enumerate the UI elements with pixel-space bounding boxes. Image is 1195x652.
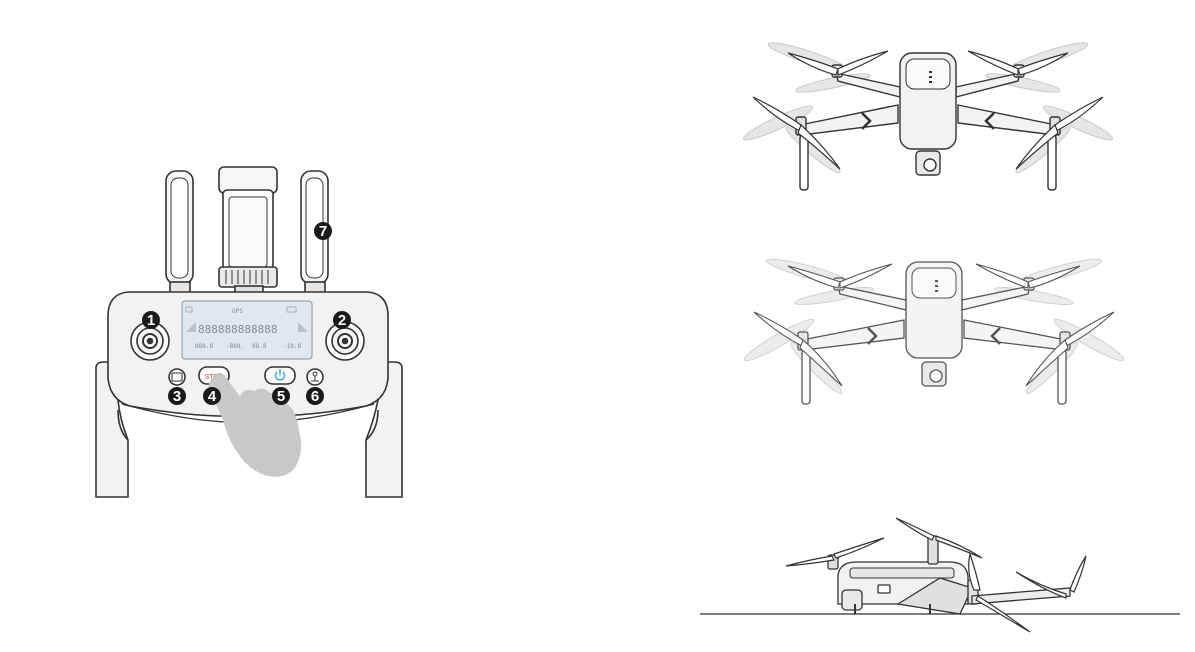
left-antenna bbox=[165, 170, 194, 297]
return-home-icon bbox=[311, 371, 319, 382]
return-home-button[interactable] bbox=[306, 368, 324, 386]
callout-2: 2 bbox=[333, 311, 351, 329]
drone-hover-low bbox=[743, 258, 1125, 405]
photo-icon bbox=[171, 372, 183, 382]
arm-front-right bbox=[957, 104, 1057, 136]
svg-text:5: 5 bbox=[277, 388, 285, 405]
callout-5: 5 bbox=[272, 387, 290, 405]
gimbal-camera bbox=[841, 589, 863, 611]
svg-text:1: 1 bbox=[147, 312, 155, 329]
arm-front-left bbox=[799, 104, 899, 136]
svg-text:7: 7 bbox=[319, 223, 327, 240]
lcd-readout-3: 88.8 bbox=[252, 343, 267, 350]
callout-markers: 1 2 3 4 5 6 7 bbox=[142, 222, 351, 405]
callout-4: 4 bbox=[203, 387, 221, 405]
callout-6: 6 bbox=[306, 387, 324, 405]
arm-front-right bbox=[963, 319, 1067, 351]
stop-label: STOP bbox=[205, 374, 224, 381]
lcd-readout-1: 888.8 bbox=[195, 343, 213, 350]
remote-controller: GPS 888888888888 888.8 -888. 88.8 -18.8 bbox=[95, 166, 403, 498]
arm-front-left bbox=[801, 319, 905, 351]
lcd-readout-2: -888. bbox=[226, 343, 244, 350]
battery-leds bbox=[929, 71, 932, 83]
battery-leds bbox=[935, 280, 938, 292]
lcd-readout-4: -18.8 bbox=[283, 343, 301, 350]
propeller-blades bbox=[752, 50, 1104, 170]
lcd-screen: GPS 888888888888 888.8 -888. 88.8 -18.8 bbox=[181, 300, 313, 360]
callout-3: 3 bbox=[168, 387, 186, 405]
right-control-stick[interactable] bbox=[325, 321, 365, 361]
callout-7: 7 bbox=[314, 222, 332, 240]
drone-landed bbox=[700, 517, 1180, 633]
power-icon bbox=[274, 369, 286, 381]
power-button[interactable] bbox=[264, 366, 296, 385]
drone-hover-high bbox=[742, 42, 1114, 191]
svg-text:2: 2 bbox=[338, 312, 346, 329]
phone-clamp bbox=[218, 166, 278, 299]
propeller-blades bbox=[753, 263, 1115, 387]
svg-text:3: 3 bbox=[173, 388, 181, 405]
callout-1: 1 bbox=[142, 311, 160, 329]
svg-text:6: 6 bbox=[311, 388, 319, 405]
svg-text:4: 4 bbox=[208, 388, 217, 405]
photo-button[interactable] bbox=[168, 368, 186, 386]
propeller-blades bbox=[785, 517, 1087, 633]
lcd-digits: 888888888888 bbox=[198, 323, 277, 336]
lcd-gps-label: GPS bbox=[232, 308, 243, 315]
